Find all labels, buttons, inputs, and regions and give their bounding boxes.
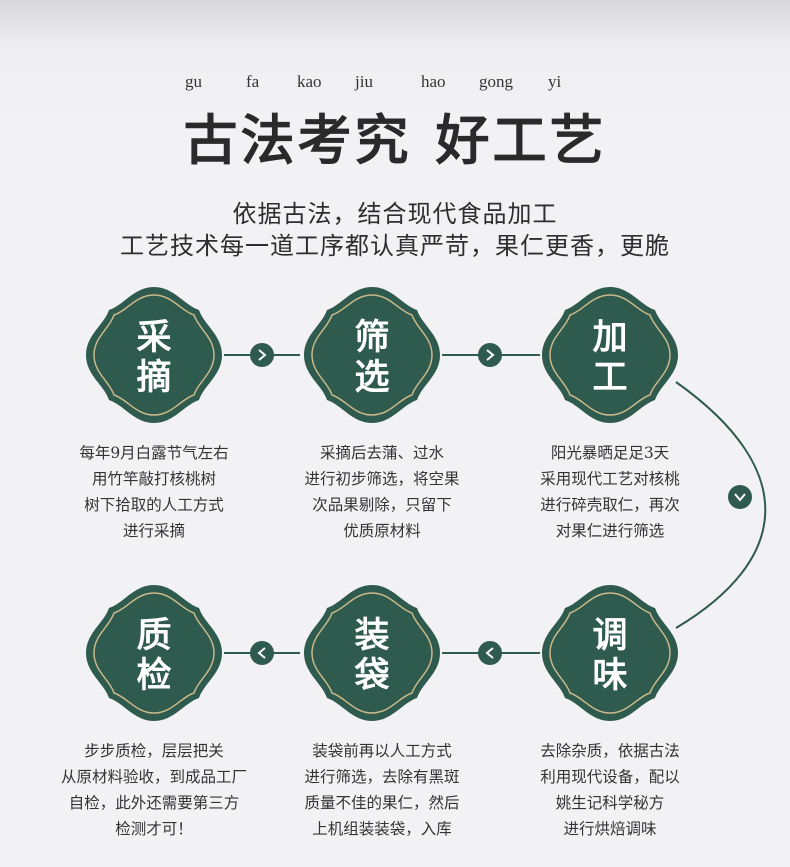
page-title: 古法考究好工艺 <box>0 96 790 175</box>
step-6-char-bottom: 检 <box>136 655 172 696</box>
step-4-char-bottom: 味 <box>592 655 628 696</box>
title-part1: 古法考究 <box>183 108 412 172</box>
description-line: 进行烘焙调味 <box>563 820 657 838</box>
description-line: 姚生记科学秘方 <box>555 794 665 812</box>
step-2-title: 筛 选 <box>302 318 442 398</box>
description-line: 从原材料验收，到成品工厂 <box>60 768 247 786</box>
description-line: 采摘后去蒲、过水 <box>319 444 444 462</box>
step-3-description: 阳光暴晒足足3天 采用现代工艺对核桃 进行碎壳取仁，再次 对果仁进行筛选 <box>500 440 720 544</box>
arrow-left-icon <box>250 641 274 665</box>
description-line: 次品果剔除，只留下 <box>312 496 452 514</box>
pinyin-hao: hao <box>421 72 446 91</box>
step-4-title: 调 味 <box>540 616 680 696</box>
step-1-char-top: 采 <box>136 317 172 358</box>
description-line: 进行筛选，去除有黑斑 <box>304 768 460 786</box>
step-5-char-top: 装 <box>354 615 390 656</box>
pinyin-gu: gu <box>185 72 202 91</box>
arrow-right-icon <box>250 343 274 367</box>
subtitle-line2: 工艺技术每一道工序都认真严苛，果仁更香，更脆 <box>120 232 670 260</box>
description-line: 利用现代设备，配以 <box>540 768 680 786</box>
description-line: 去除杂质，依据古法 <box>540 742 680 760</box>
pinyin-gong: gong <box>479 72 513 91</box>
step-1-char-bottom: 摘 <box>136 357 172 398</box>
step-3-char-top: 加 <box>592 317 628 358</box>
pinyin-yi: yi <box>548 72 562 91</box>
step-6-description: 步步质检，层层把关 从原材料验收，到成品工厂 自检，此外还需要第三方 检测才可！ <box>44 738 264 842</box>
pinyin-fa: fa <box>246 72 260 91</box>
description-line: 对果仁进行筛选 <box>555 522 665 540</box>
arrow-left-icon <box>478 641 502 665</box>
description-line: 进行采摘 <box>122 522 185 540</box>
description-line: 每年9月白露节气左右 <box>79 444 229 462</box>
description-line: 进行初步筛选，将空果 <box>304 470 460 488</box>
subtitle-line1: 依据古法，结合现代食品加工 <box>232 200 558 228</box>
connector-3-4 <box>675 381 767 629</box>
description-line: 步步质检，层层把关 <box>84 742 224 760</box>
step-6-title: 质 检 <box>84 616 224 696</box>
step-1-description: 每年9月白露节气左右 用竹竿敲打核桃树 树下拾取的人工方式 进行采摘 <box>44 440 264 544</box>
step-1-title: 采 摘 <box>84 318 224 398</box>
arrow-down-icon <box>728 485 752 509</box>
step-2-char-top: 筛 <box>354 317 390 358</box>
description-line: 采用现代工艺对核桃 <box>540 470 680 488</box>
description-line: 优质原材料 <box>343 522 421 540</box>
step-3-char-bottom: 工 <box>592 357 628 398</box>
step-5-description: 装袋前再以人工方式 进行筛选，去除有黑斑 质量不佳的果仁，然后 上机组装装袋，入… <box>272 738 492 842</box>
step-4-description: 去除杂质，依据古法 利用现代设备，配以 姚生记科学秘方 进行烘焙调味 <box>500 738 720 842</box>
title-part2: 好工艺 <box>435 108 607 172</box>
description-line: 阳光暴晒足足3天 <box>550 444 670 462</box>
description-line: 用竹竿敲打核桃树 <box>91 470 216 488</box>
description-line: 上机组装装袋，入库 <box>312 820 452 838</box>
step-5-char-bottom: 袋 <box>354 655 390 696</box>
description-line: 自检，此外还需要第三方 <box>68 794 240 812</box>
step-5-title: 装 袋 <box>302 616 442 696</box>
pinyin-kao: kao <box>297 72 322 91</box>
description-line: 检测才可！ <box>115 820 193 838</box>
step-2-char-bottom: 选 <box>354 357 390 398</box>
description-line: 装袋前再以人工方式 <box>312 742 452 760</box>
step-2-description: 采摘后去蒲、过水 进行初步筛选，将空果 次品果剔除，只留下 优质原材料 <box>272 440 492 544</box>
pinyin-jiu: jiu <box>355 72 373 91</box>
step-4-char-top: 调 <box>592 615 628 656</box>
description-line: 树下拾取的人工方式 <box>84 496 224 514</box>
description-line: 质量不佳的果仁，然后 <box>304 794 460 812</box>
step-6-char-top: 质 <box>136 615 172 656</box>
description-line: 进行碎壳取仁，再次 <box>540 496 680 514</box>
arrow-right-icon <box>478 343 502 367</box>
step-3-title: 加 工 <box>540 318 680 398</box>
